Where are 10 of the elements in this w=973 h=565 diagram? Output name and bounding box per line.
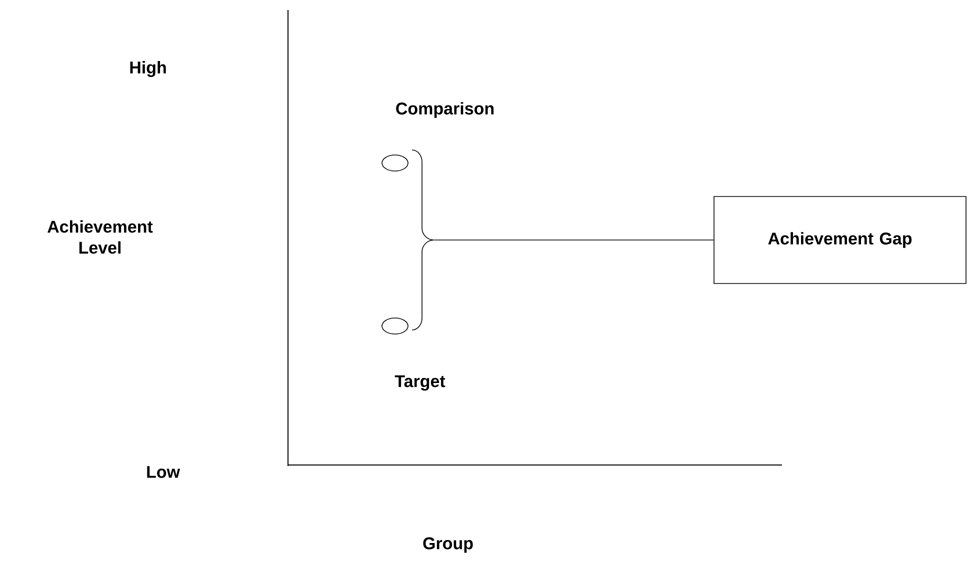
group-label: Comparison [396,102,494,118]
axis-label: High [130,61,166,77]
curly-brace [412,150,434,330]
group-label: Target [394,375,446,391]
axis-label: Achievement Level [48,220,153,254]
axis-label: Low [147,466,180,478]
axis-label: Group [423,537,473,553]
ellipse-marker [382,154,408,172]
ellipse-marker [382,318,408,334]
label-box: Achievement Gap [714,196,966,284]
